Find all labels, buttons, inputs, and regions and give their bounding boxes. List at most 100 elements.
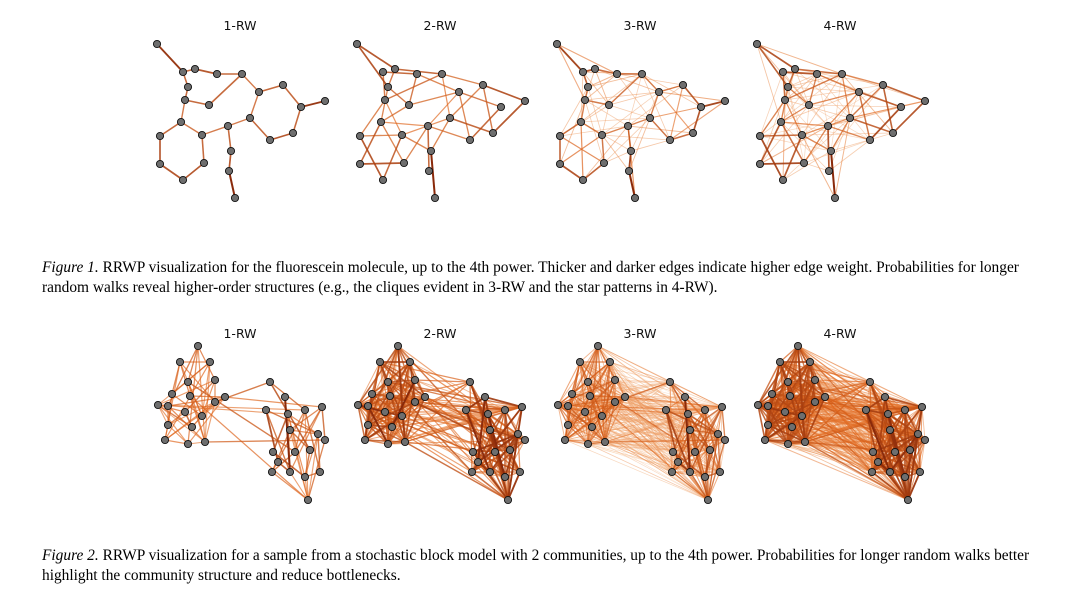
graph-node <box>199 158 209 168</box>
graph-node <box>854 87 864 97</box>
graph-node <box>187 422 197 432</box>
graph-edge <box>384 99 403 136</box>
graph-edge <box>808 104 829 127</box>
graph-edge <box>921 406 926 441</box>
graph-node <box>153 400 163 410</box>
graph-edge <box>614 401 691 431</box>
graph-node <box>290 447 300 457</box>
graph-node <box>461 405 471 415</box>
fig2-panel-4: 4-RW <box>740 322 940 522</box>
graph-edge <box>780 121 829 127</box>
edge-layer <box>357 345 526 501</box>
graph-edge <box>584 73 618 101</box>
graph-edge <box>182 162 205 181</box>
graph-node <box>412 69 422 79</box>
caption-text: RRWP visualization for the fluorescein m… <box>42 259 1019 296</box>
figure-1-caption: Figure 1. RRWP visualization for the flu… <box>42 258 1042 298</box>
graph-edge <box>294 409 306 453</box>
graph-edge <box>157 379 216 406</box>
graph-edge <box>359 121 382 165</box>
graph-node <box>868 447 878 457</box>
graph-edge <box>557 379 616 406</box>
graph-node <box>799 158 809 168</box>
graph-node <box>485 467 495 477</box>
graph-node <box>483 409 493 419</box>
graph-edge <box>782 71 860 93</box>
graph-edge <box>449 117 494 134</box>
graph-edge <box>582 125 629 181</box>
fig1-panel-1: 1-RW <box>140 14 340 214</box>
graph-edge <box>764 439 873 473</box>
graph-node <box>400 437 410 447</box>
graph-node <box>654 87 664 97</box>
graph-edge <box>387 379 416 383</box>
graph-edge <box>687 413 706 478</box>
graph-edge <box>364 393 373 441</box>
graph-node <box>505 445 515 455</box>
graph-node <box>800 437 810 447</box>
graph-node <box>837 69 847 79</box>
graph-node <box>700 405 710 415</box>
graph-edge <box>700 100 726 108</box>
graph-node <box>812 69 822 79</box>
graph-node <box>167 389 177 399</box>
graph-edge <box>759 162 805 165</box>
graph-node <box>393 341 403 351</box>
graph-edge <box>787 86 805 164</box>
graph-node <box>597 411 607 421</box>
graph-edge <box>672 413 689 453</box>
graph-edge <box>782 71 786 101</box>
graph-node <box>685 467 695 477</box>
graph-plot <box>752 39 930 203</box>
graph-edge <box>677 461 709 501</box>
graph-edge <box>601 379 616 417</box>
graph-node <box>585 391 595 401</box>
graph-edge <box>356 43 396 70</box>
graph-edge <box>292 106 302 134</box>
graph-edge <box>764 439 806 443</box>
graph-edge <box>414 401 506 411</box>
graph-node <box>485 425 495 435</box>
graph-edge <box>630 91 660 152</box>
graph-edge <box>430 117 451 152</box>
graph-edge <box>224 396 323 408</box>
fig2-panel-2: 2-RW <box>340 322 540 522</box>
graph-node <box>390 64 400 74</box>
graph-edge <box>919 439 926 473</box>
graph-node <box>397 130 407 140</box>
graph-node <box>780 407 790 417</box>
graph-edge <box>756 43 789 88</box>
graph-node <box>285 467 295 477</box>
graph-edge <box>359 99 386 137</box>
graph-node <box>183 439 193 449</box>
graph-edge <box>784 73 818 101</box>
graph-node <box>755 131 765 141</box>
graph-edge <box>764 393 773 441</box>
graph-node <box>378 175 388 185</box>
graph-node <box>237 69 247 79</box>
graph-edge <box>359 134 403 137</box>
graph-node <box>688 128 698 138</box>
graph-edge <box>517 433 521 473</box>
graph-edge <box>317 433 321 473</box>
graph-edge <box>564 361 611 441</box>
edge-layer <box>756 43 926 199</box>
panel-title: 3-RW <box>623 326 657 341</box>
graph-node <box>500 405 510 415</box>
graph-edge <box>892 100 926 134</box>
graph-node <box>423 121 433 131</box>
graph-node <box>410 375 420 385</box>
graph-node <box>380 95 390 105</box>
graph-edge <box>564 439 709 501</box>
graph-node <box>155 159 165 169</box>
graph-node <box>300 405 310 415</box>
graph-edge <box>614 379 706 411</box>
graph-node <box>623 121 633 131</box>
graph-edge <box>591 426 696 453</box>
graph-edge <box>689 429 709 501</box>
graph-node <box>454 87 464 97</box>
graph-node <box>804 100 814 110</box>
graph-edge <box>601 125 629 136</box>
graph-edge <box>757 404 766 441</box>
graph-node <box>626 146 636 156</box>
